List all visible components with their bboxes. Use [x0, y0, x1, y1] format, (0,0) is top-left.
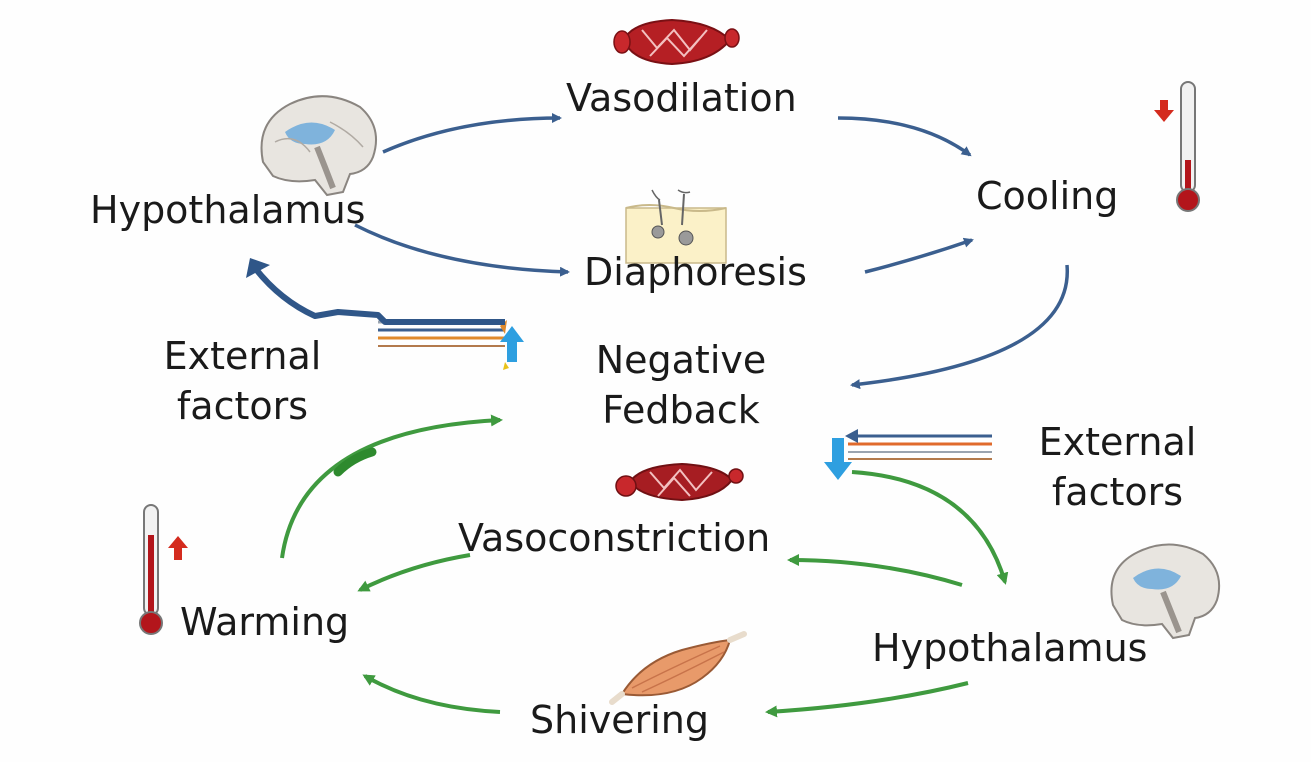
hypothalamus-top-label: Hypothalamus [90, 188, 366, 232]
warming-label: Warming [180, 600, 350, 644]
arrow-warming-to-feedback [280, 414, 503, 559]
arrow-vasoconstriction-to-warming [357, 553, 471, 592]
external-factors-right-arrows [824, 429, 992, 480]
arrow-hypothalamus-to-diaphoresis [354, 223, 570, 277]
external-left-line-1: External [163, 334, 322, 378]
hypothalamus-bottom-label: Hypothalamus [872, 626, 1148, 670]
cooling-label: Cooling [976, 174, 1119, 218]
arrow-hypothalamus-to-vasoconstriction [787, 554, 963, 587]
negative-feedback-label: Negative Fedback [572, 338, 790, 432]
thermometer-icon [139, 504, 163, 635]
temperature-up-indicator [168, 536, 188, 560]
arrow-hypothalamus-to-vasodilation [382, 113, 562, 154]
vasoconstriction-label: Vasoconstriction [458, 516, 771, 560]
external-factors-right-label: External factors [1025, 420, 1210, 514]
muscle-icon [609, 631, 747, 705]
shivering-label: Shivering [530, 698, 710, 742]
diaphoresis-label: Diaphoresis [584, 250, 807, 294]
negative-line-1: Negative [595, 338, 767, 382]
external-left-line-2: factors [176, 383, 309, 428]
blood-vessel-icon [613, 18, 740, 66]
blood-vessel-constricted-icon [615, 462, 744, 502]
arrow-cooling-to-feedback [850, 264, 1069, 390]
arrow-shivering-to-warming [362, 674, 501, 714]
temperature-down-indicator [1154, 100, 1174, 122]
external-right-line-2: factors [1051, 469, 1184, 514]
brain-icon [1110, 543, 1221, 640]
arrow-vasodilation-to-cooling [837, 116, 972, 157]
vasodilation-label: Vasodilation [566, 76, 797, 120]
external-right-line-1: External [1038, 420, 1197, 464]
negative-line-2: Fedback [602, 387, 760, 432]
arrow-diaphoresis-to-cooling [864, 237, 974, 274]
sweat-gland-icon [625, 189, 727, 264]
arrow-feedback-to-hypothalamus-bottom [851, 470, 1009, 585]
external-factors-left-label: External factors [150, 334, 335, 428]
brain-icon [260, 95, 377, 197]
thermometer-icon [1176, 81, 1200, 212]
external-factors-left-arrows [246, 258, 524, 370]
arrow-hypothalamus-to-shivering [765, 681, 969, 718]
